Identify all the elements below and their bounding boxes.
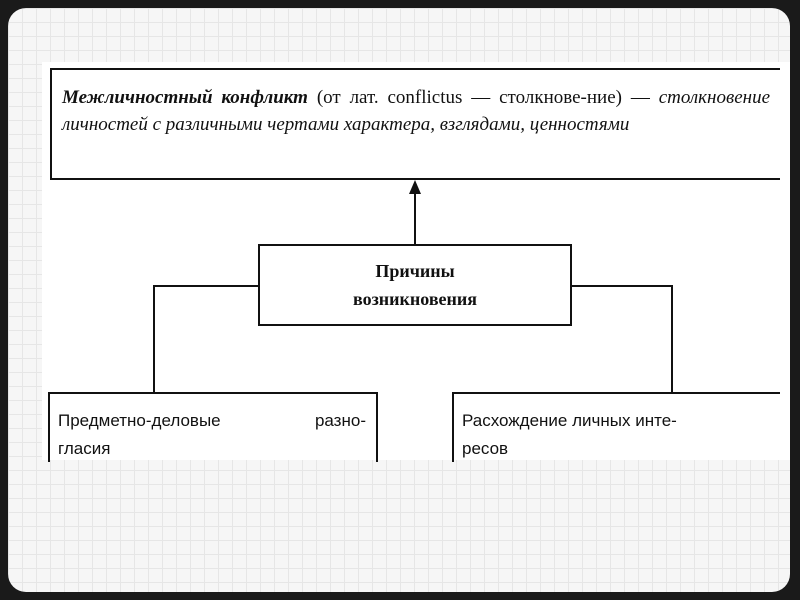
scanned-diagram: Межличностный конфликт (от лат. conflict… [42,62,790,462]
causes-line-2: возникновения [352,289,478,309]
cause-left-line-2: гласия [58,439,111,458]
definition-term: Межличностный конфликт [62,87,308,108]
definition-text: столкновение личностей с различными черт… [62,87,771,135]
definition-gloss: (от лат. conflictus — столкнове-ние) [316,87,622,108]
cause-right-line-1: Расхождение личных инте- [462,411,677,430]
arrow-head [409,180,421,194]
definition-box: Межличностный конфликт (от лат. conflict… [50,68,780,180]
connector-right [572,285,673,392]
cause-box-personal-interests: Расхождение личных инте- ресов [452,392,780,462]
cause-left-line-1: Предметно-деловые разно- [58,411,366,430]
connector-left [153,285,258,392]
connector-lines [153,180,673,392]
cause-right-line-2: ресов [462,439,509,458]
causes-line-1: Причины [375,261,455,281]
slide: Межличностный конфликт (от лат. conflict… [8,8,790,592]
definition-dash: — [621,87,659,108]
cause-box-business-disagreements: Предметно-деловые разно- гласия [48,392,378,462]
causes-box: Причины возникновения [258,244,572,326]
